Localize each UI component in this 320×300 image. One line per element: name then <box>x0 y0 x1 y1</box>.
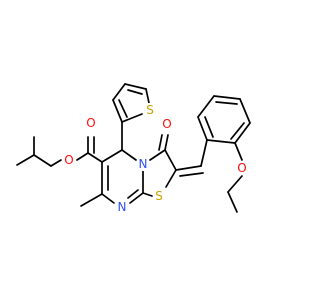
atom-label-n-ring: N <box>118 200 127 214</box>
atom-label-o-ketone: O <box>162 117 171 131</box>
bond <box>227 191 238 213</box>
bond <box>127 89 143 95</box>
bond <box>121 149 137 161</box>
bond <box>112 83 126 101</box>
atom-labels: O O O O N N S S <box>63 103 248 214</box>
bond <box>197 116 208 141</box>
bond <box>129 192 144 204</box>
bond <box>33 154 52 167</box>
bond-lines <box>16 83 251 213</box>
bond <box>227 175 243 193</box>
bond <box>142 192 153 197</box>
atom-label-o-ester-ether: O <box>64 153 73 167</box>
bond <box>118 99 128 118</box>
bond <box>145 88 150 104</box>
bond <box>179 172 204 177</box>
bond <box>215 101 238 105</box>
atom-label-s-thiophene: S <box>146 103 154 117</box>
bond <box>164 149 177 171</box>
atom-label-s-thiazole: S <box>155 189 163 203</box>
bond <box>234 122 251 144</box>
bond <box>50 159 62 167</box>
bond <box>204 116 214 138</box>
bond <box>80 193 103 207</box>
bond <box>213 95 241 100</box>
bond <box>124 83 147 90</box>
bond <box>16 154 35 166</box>
bond <box>127 189 139 199</box>
bond <box>101 193 115 204</box>
bond <box>239 98 251 124</box>
bond <box>149 149 166 161</box>
bond <box>76 152 89 161</box>
atom-label-n-bridge: N <box>139 157 148 171</box>
molecule-diagram: O O O O N N S S <box>16 83 251 214</box>
bond <box>206 139 236 144</box>
atom-label-o-ester-carbonyl: O <box>86 116 95 130</box>
bond <box>158 134 163 151</box>
bond <box>230 122 245 140</box>
bond <box>121 113 143 123</box>
atom-label-o-ethoxy: O <box>237 161 246 175</box>
bond <box>101 149 123 163</box>
bond <box>164 134 169 151</box>
bond <box>165 169 177 188</box>
bond <box>234 142 243 161</box>
bond <box>112 99 123 123</box>
bond <box>175 165 202 171</box>
bond <box>87 152 103 163</box>
bond <box>200 139 208 167</box>
bond <box>197 95 215 118</box>
